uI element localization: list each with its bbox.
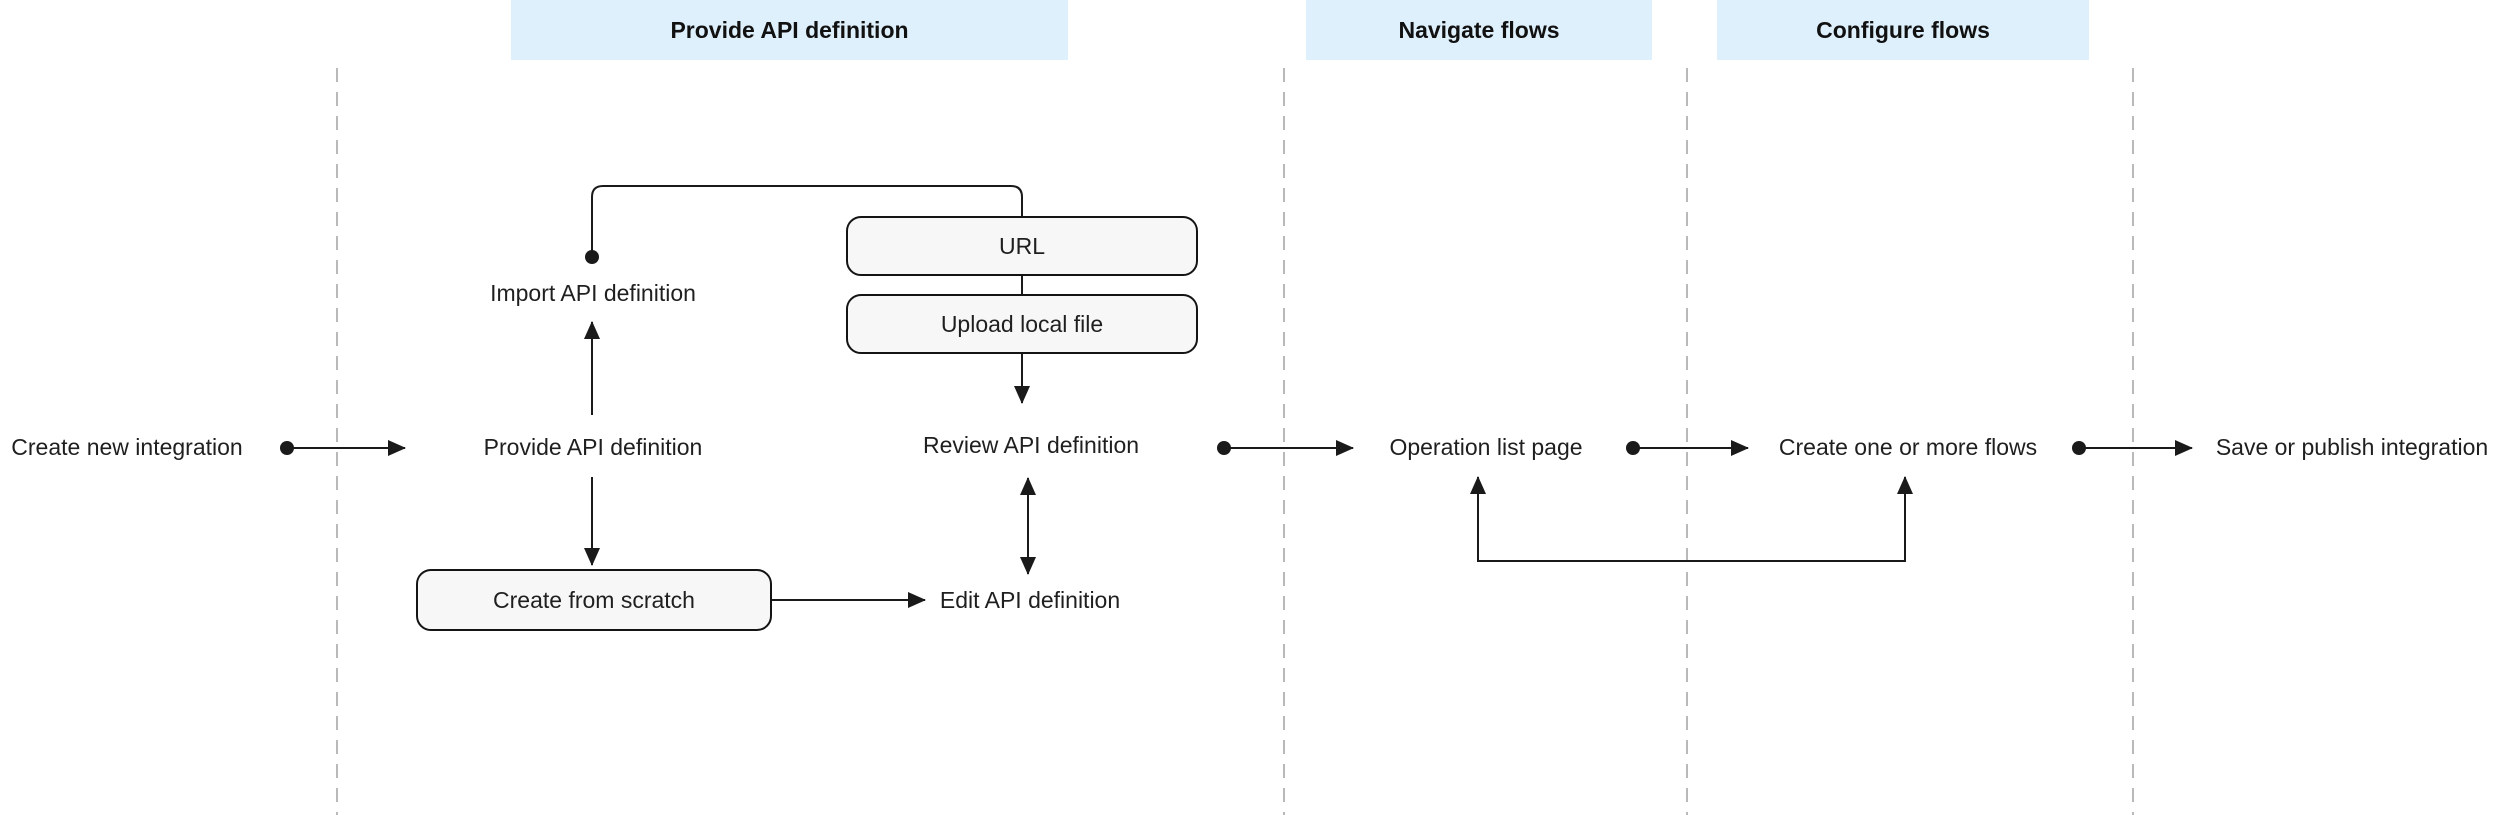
node-import-api-definition: Import API definition	[490, 280, 696, 307]
node-create-from-scratch: Create from scratch	[416, 569, 772, 631]
node-edit-api-definition: Edit API definition	[939, 587, 1121, 614]
node-create-one-or-more-flows: Create one or more flows	[1778, 434, 2038, 461]
node-box-label: Upload local file	[940, 310, 1104, 337]
edge-create-new-to-provide	[280, 440, 406, 456]
phase-header-label: Configure flows	[1816, 16, 1990, 43]
phase-header-configure-flows: Configure flows	[1717, 0, 2089, 60]
edge-operation-to-create-flows	[1626, 440, 1749, 456]
edge-flows-loopback	[1470, 476, 1913, 562]
node-review-api-definition: Review API definition	[922, 432, 1140, 459]
node-save-or-publish-integration: Save or publish integration	[2215, 434, 2489, 461]
phase-header-label: Provide API definition	[670, 16, 909, 43]
node-url: URL	[846, 216, 1198, 276]
phase-header-provide-api-definition: Provide API definition	[511, 0, 1068, 60]
node-create-new-integration: Create new integration	[11, 434, 243, 461]
phase-header-label: Navigate flows	[1398, 16, 1560, 43]
edge-create-flows-to-save	[2072, 440, 2193, 456]
edge-review-to-operation	[1217, 440, 1354, 456]
node-box-label: URL	[998, 232, 1045, 259]
node-box-label: Create from scratch	[493, 586, 695, 613]
edge-import-branch-connector	[585, 185, 1023, 264]
node-upload-local-file: Upload local file	[846, 294, 1198, 354]
node-operation-list-page: Operation list page	[1389, 434, 1583, 461]
phase-header-navigate-flows: Navigate flows	[1306, 0, 1652, 60]
node-provide-api-definition: Provide API definition	[483, 434, 703, 461]
